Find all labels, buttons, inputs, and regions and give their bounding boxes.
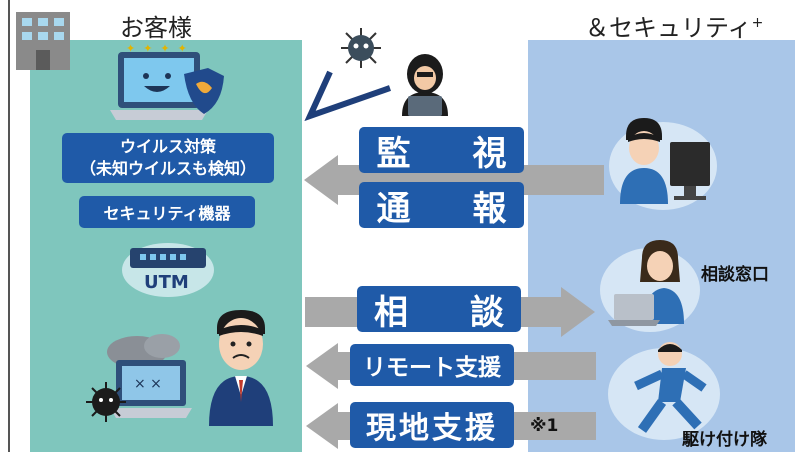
provider-title-text: ＆セキュリティ (585, 14, 752, 42)
flow-label-consult: 相 談 (357, 286, 521, 333)
hacker-icon (396, 52, 454, 116)
building-icon (14, 10, 72, 72)
flow-label-remote: リモート支援 (350, 344, 514, 386)
attack-arrow-icon (300, 64, 400, 124)
provider-title-mark: + (751, 15, 764, 31)
support-desk-icon (600, 238, 700, 334)
sparkle-icon: ✦✦✦✦ (126, 42, 195, 55)
utm-device-icon (120, 240, 216, 298)
utm-label: UTM (144, 272, 189, 293)
security-device-box: セキュリティ機器 (79, 196, 255, 228)
flow-label-report: 通 報 (359, 182, 524, 229)
antivirus-line2: （未知ウイルスも検知） (79, 159, 256, 178)
customer-title: お客様 (120, 14, 192, 42)
svg-text:× ×: × × (134, 376, 162, 392)
laptop-shield-icon (108, 48, 228, 130)
antivirus-box: ウイルス対策 （未知ウイルスも検知） (62, 133, 274, 183)
antivirus-line1: ウイルス対策 (119, 137, 216, 156)
note-mark: ※1 (530, 416, 559, 436)
left-divider (8, 0, 10, 452)
operator-monitor-icon (608, 112, 718, 212)
flow-label-monitor: 監 視 (359, 127, 524, 174)
provider-title: ＆セキュリティ+ (585, 8, 763, 43)
running-engineer-icon (606, 338, 722, 444)
broken-laptop-icon: × × (82, 330, 212, 430)
flow-label-onsite: 現地支援 (350, 402, 514, 448)
rush-team-label: 駆け付け隊 (682, 430, 767, 450)
worried-man-icon (203, 306, 279, 426)
virus-icon (339, 26, 383, 70)
consult-desk-label: 相談窓口 (701, 265, 769, 285)
